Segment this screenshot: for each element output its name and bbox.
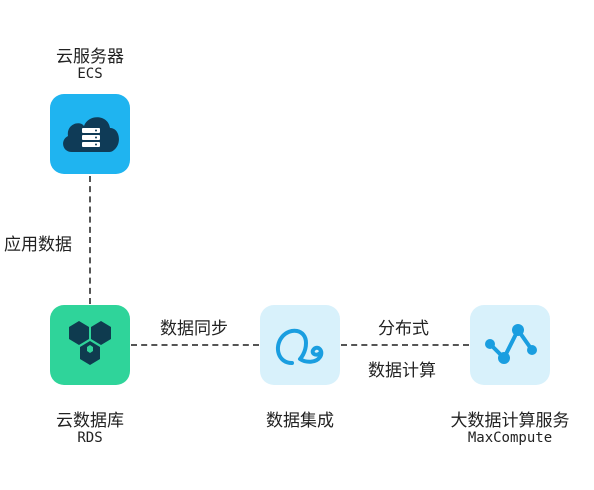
line-graph-icon	[485, 324, 537, 364]
node-subtitle-ecs: ECS	[77, 66, 103, 82]
edge-label-app-data: 应用数据	[4, 230, 72, 255]
node-title-maxcompute: 大数据计算服务	[450, 411, 570, 431]
hexagon-cluster-icon	[69, 321, 111, 365]
edge-label-data-sync: 数据同步	[160, 314, 228, 339]
edge-label-distributed: 分布式	[378, 314, 429, 339]
maxcompute-node[interactable]	[470, 305, 550, 385]
edge-rds-integration-line	[131, 344, 259, 346]
node-subtitle-maxcompute: MaxCompute	[467, 430, 553, 446]
cloud-server-icon	[63, 117, 119, 152]
node-title-rds: 云数据库	[56, 411, 124, 431]
node-title-integration: 数据集成	[266, 411, 334, 431]
rds-node[interactable]	[50, 305, 130, 385]
edge-label-data-compute: 数据计算	[368, 356, 436, 381]
node-title-ecs: 云服务器	[56, 47, 124, 67]
loop-icon	[275, 328, 324, 365]
ecs-node[interactable]	[50, 94, 130, 174]
node-subtitle-rds: RDS	[77, 430, 103, 446]
edge-ecs-rds-line	[89, 176, 91, 304]
edge-integration-maxcompute-line	[341, 344, 469, 346]
integration-node[interactable]	[260, 305, 340, 385]
